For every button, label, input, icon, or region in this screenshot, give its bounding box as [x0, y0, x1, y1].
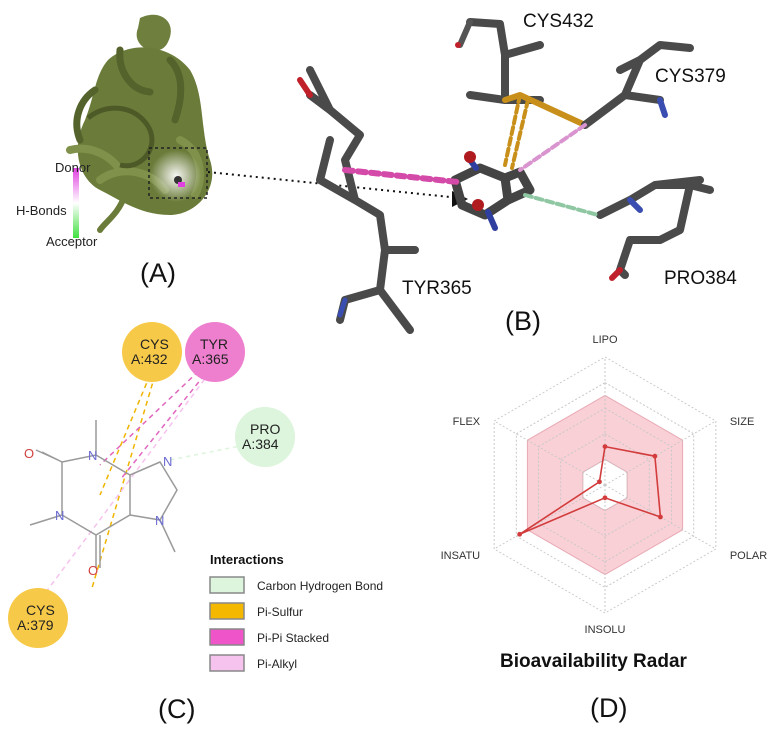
panel-d-label: (D): [590, 693, 627, 723]
panel-a-label: (A): [140, 258, 176, 288]
radar-point-polar: [658, 514, 663, 520]
hbonds-gradient-bar: [73, 168, 79, 238]
atom-n3: N: [55, 508, 64, 523]
residue-label-pro384: PRO384: [664, 268, 737, 289]
interaction-legend: Interactions Carbon Hydrogen Bond Pi-Sul…: [209, 552, 383, 672]
legend-swatch-pi-pi-stacked: [209, 628, 245, 646]
caffeine-structure: [29, 420, 178, 568]
node-cys379-id: A:379: [17, 617, 54, 633]
radar-title: Bioavailability Radar: [500, 651, 688, 672]
residue-label-cys432: CYS432: [523, 11, 594, 32]
hbonds-acceptor-label: Acceptor: [46, 234, 98, 249]
atom-n9: N: [163, 454, 172, 469]
legend-label-pi-sulfur: Pi-Sulfur: [257, 605, 303, 619]
panel-c-label: (C): [158, 694, 195, 724]
node-cys432-name: CYS: [140, 336, 169, 352]
radar-grid-ring-2: [560, 433, 650, 537]
atom-o2: O: [24, 446, 34, 461]
radar-point-lipo: [602, 444, 608, 449]
node-cys379: [8, 588, 68, 648]
radar-point-insolu: [602, 495, 608, 501]
node-pro384: [235, 407, 295, 467]
node-cys432: [122, 322, 182, 382]
legend-swatch-carbon-hydrogen-bond: [209, 576, 245, 594]
node-cys379-name: CYS: [26, 602, 55, 618]
atom-n1: N: [88, 448, 97, 463]
radar-axis-label-flex: FLEX: [453, 416, 481, 428]
legend-swatch-pi-alkyl: [209, 654, 245, 672]
ligand-highlight: [178, 182, 185, 187]
radar-axis-label-size: SIZE: [730, 416, 754, 428]
radar-point-size: [652, 453, 658, 459]
legend-title: Interactions: [210, 552, 284, 567]
residue-label-cys379: CYS379: [655, 66, 726, 87]
interaction-lines: [39, 364, 246, 601]
legend-label-pi-pi-stacked: Pi-Pi Stacked: [257, 631, 329, 645]
radar-grid-ring-5: [493, 356, 717, 614]
hbonds-title-label: H-Bonds: [16, 203, 67, 218]
binding-site-glow: [150, 150, 202, 202]
node-tyr365: [185, 322, 245, 382]
hbonds-donor-label: Donor: [55, 160, 91, 175]
radar-grid-ring-4: [515, 382, 695, 588]
radar-spoke-flex: [493, 420, 606, 486]
protein-ribbon: [66, 14, 213, 233]
legend-label-carbon-hydrogen-bond: Carbon Hydrogen Bond: [257, 579, 383, 593]
radar-axis-label-polar: POLAR: [730, 550, 767, 562]
radar-spoke-size: [604, 420, 717, 486]
atom-n7: N: [155, 513, 164, 528]
legend-label-pi-alkyl: Pi-Alkyl: [257, 657, 297, 671]
bioavailability-radar: LIPO SIZE POLAR INSOLU INSATU FLEX: [441, 334, 768, 636]
panel-b-label: (B): [505, 306, 541, 336]
legend-swatch-pi-sulfur: [209, 602, 245, 620]
node-tyr365-id: A:365: [192, 351, 229, 367]
node-tyr365-name: TYR: [200, 336, 228, 352]
atom-o6: O: [88, 563, 98, 578]
radar-spoke-insatu: [493, 484, 606, 550]
stick-model: [297, 18, 714, 334]
node-cys432-id: A:432: [131, 351, 168, 367]
node-pro384-id: A:384: [242, 436, 279, 452]
node-pro384-name: PRO: [250, 421, 280, 437]
radar-axis-label-insolu: INSOLU: [585, 624, 626, 636]
radar-point-insatu: [517, 531, 523, 537]
radar-point-flex: [597, 479, 602, 485]
residue-label-tyr365: TYR365: [402, 278, 472, 299]
radar-axis-label-insatu: INSATU: [441, 550, 481, 562]
radar-axis-label-lipo: LIPO: [592, 334, 618, 346]
